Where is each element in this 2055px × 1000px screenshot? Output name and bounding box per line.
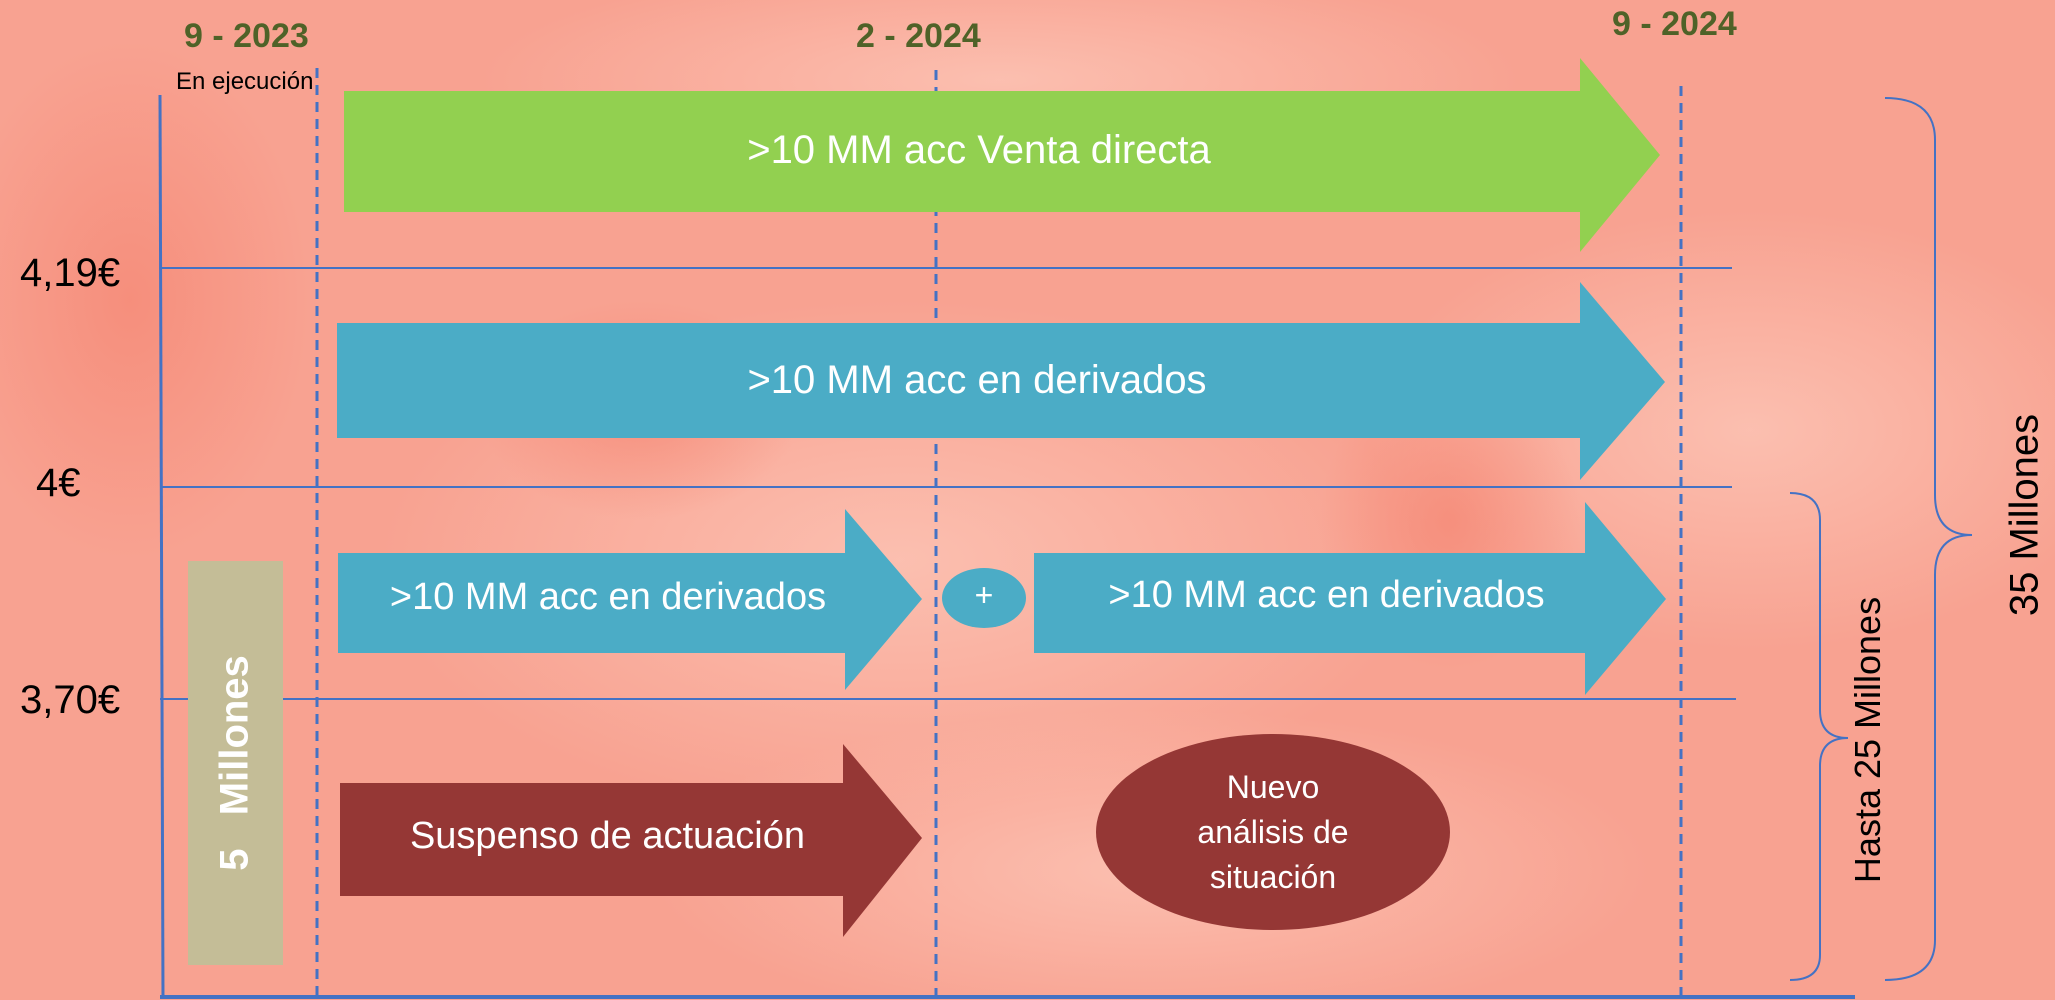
plus-badge-shape <box>942 568 1026 628</box>
new-analysis-line-3: situación <box>1209 859 1337 895</box>
new-analysis-ellipse <box>1096 734 1450 930</box>
derivatives-left-arrow <box>338 509 922 690</box>
date-start-status: En ejecución <box>176 68 314 95</box>
total-35-millones-label: 35 Millones <box>2002 413 2047 617</box>
five-millions-bar <box>188 561 283 965</box>
suspend-arrow <box>340 744 922 937</box>
derivatives-upper-label: >10 MM acc en derivados <box>747 358 1207 402</box>
brace-25-millones <box>1789 492 1849 981</box>
date-start-label: 9 - 2023 <box>184 17 309 55</box>
date-mid-label: 2 - 2024 <box>856 17 981 55</box>
derivatives-right-arrow <box>1034 502 1666 695</box>
price-high-label: 4,19€ <box>20 251 121 295</box>
new-analysis-line-2: análisis de <box>1197 814 1349 850</box>
suspend-label: Suspenso de actuación <box>409 815 806 857</box>
brace-35-millones <box>1884 97 1973 981</box>
new-analysis-text: Nuevo análisis de situación <box>1120 765 1426 900</box>
plus-label: + <box>974 577 994 613</box>
new-analysis-line-1: Nuevo <box>1226 769 1320 805</box>
derivatives-left-label: >10 MM acc en derivados <box>389 576 827 618</box>
date-end-label: 9 - 2024 <box>1612 5 1737 43</box>
derivatives-upper-arrow <box>337 282 1665 480</box>
derivatives-right-label: >10 MM acc en derivados <box>1108 574 1545 616</box>
direct-sale-arrow <box>344 58 1660 252</box>
direct-sale-label: >10 MM acc Venta directa <box>747 128 1211 172</box>
five-millions-label: 5 Millones <box>212 655 257 871</box>
price-mid-label: 4€ <box>36 461 81 505</box>
y-axis-line <box>158 94 165 999</box>
price-low-label: 3,70€ <box>20 678 121 722</box>
up-to-25-millones-label: Hasta 25 Millones <box>1847 596 1888 884</box>
